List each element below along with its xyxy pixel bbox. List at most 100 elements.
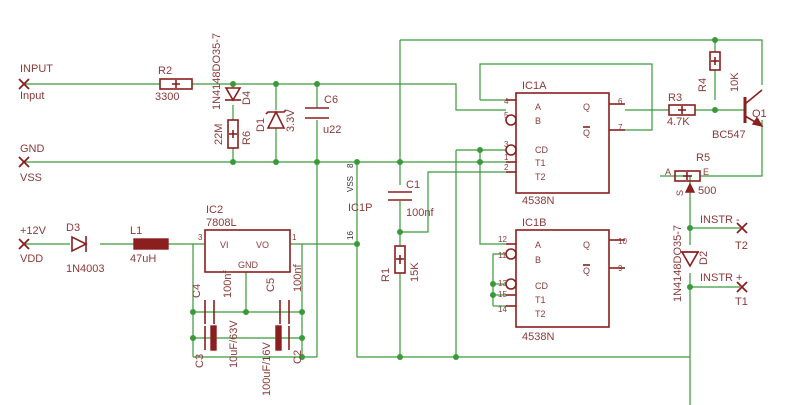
resistor-r1: R1 15K (380, 245, 421, 282)
ic1p-vss: VSS (346, 176, 355, 192)
wires (24, 39, 763, 405)
regulator-ic2: IC2 7808L VI VO GND 3 1 (198, 204, 297, 273)
svg-text:4: 4 (504, 97, 509, 106)
svg-text:E: E (703, 167, 709, 177)
d1-name: D1 (255, 118, 267, 132)
c2-name: C2 (292, 350, 304, 364)
resistor-r2: R2 3300 (155, 65, 193, 103)
svg-text:A: A (535, 102, 541, 112)
diode-d3: D3 1N4003 (66, 222, 105, 275)
svg-text:Q: Q (583, 266, 590, 276)
ic1p-pin8: 8 (346, 163, 355, 168)
c5-name: C5 (265, 278, 277, 292)
diode-d4: 1N4148DO35-7 D4 (211, 33, 253, 110)
ic1b: IC1B 4538N A B CD T1 T2 Q Q 12 11 13 15 … (498, 217, 627, 343)
c6-value: u22 (323, 124, 341, 136)
capacitor-c1: C1 100nf (388, 179, 434, 219)
d4-name: D4 (241, 91, 253, 105)
resistor-r6: 22M R6 (213, 119, 253, 149)
c2-value: 100uF/16V (261, 342, 273, 396)
c1-name: C1 (406, 179, 420, 191)
svg-text:11: 11 (498, 251, 507, 260)
ic1p-power: VSS IC1P 16 8 (346, 163, 372, 240)
svg-text:S: S (675, 190, 685, 196)
r1-name: R1 (380, 268, 392, 282)
ic1a-part: 4538N (522, 195, 554, 207)
r2-value: 3300 (155, 91, 179, 103)
resistor-r3: R3 4.7K (667, 92, 696, 128)
r5-value: 500 (698, 185, 716, 197)
zener-d1: D1 3.3V (255, 109, 297, 132)
svg-text:2: 2 (504, 163, 509, 172)
port-gnd: GND VSS (18, 143, 45, 184)
port-vcc-net: VDD (20, 253, 43, 265)
svg-text:Q: Q (583, 240, 590, 250)
svg-text:VI: VI (220, 240, 229, 250)
junctions (190, 37, 718, 360)
svg-text:B: B (535, 255, 541, 265)
q1-name: Q1 (752, 108, 767, 120)
svg-text:12: 12 (498, 235, 507, 244)
d3-name: D3 (66, 222, 80, 234)
c6-name: C6 (324, 94, 338, 106)
port-input-label: INPUT (20, 63, 53, 75)
svg-text:10: 10 (618, 237, 627, 246)
terminal-t1: INSTR + T1 (700, 272, 748, 308)
c3-name: C3 (194, 354, 206, 368)
svg-text:9: 9 (618, 264, 623, 273)
ic2-value: 7808L (206, 217, 237, 229)
svg-text:Q: Q (583, 128, 590, 138)
r6-value: 22M (213, 124, 225, 145)
d4-value: 1N4148DO35-7 (211, 33, 223, 110)
svg-text:Q: Q (583, 102, 590, 112)
t2-name: T2 (735, 240, 748, 252)
ic1a-name: IC1A (522, 80, 547, 92)
terminal-t2: INSTR - T2 (700, 214, 748, 252)
r6-name: R6 (241, 131, 253, 145)
l1-name: L1 (130, 225, 142, 237)
port-vcc-label: +12V (20, 225, 47, 237)
resistor-r4: R4 10K (697, 51, 741, 92)
c4-name: C4 (191, 284, 203, 298)
capacitor-c5: C5 100nf (265, 264, 304, 324)
svg-text:7: 7 (618, 123, 623, 132)
ic1p-name: IC1P (348, 202, 372, 214)
r1-value: 15K (409, 262, 421, 282)
port-input: INPUT Input (18, 63, 53, 102)
svg-text:T2: T2 (535, 172, 546, 182)
svg-text:1: 1 (504, 153, 509, 162)
svg-text:A: A (665, 167, 671, 177)
svg-text:13: 13 (498, 279, 507, 288)
c5-value: 100nf (292, 264, 304, 292)
inductor-l1: L1 47uH (130, 225, 169, 265)
c1-value: 100nf (406, 207, 434, 219)
ic2-name: IC2 (206, 204, 223, 216)
ic1a: IC1A 4538N A B CD T1 T2 Q Q 4 5 3 1 2 6 … (504, 80, 625, 207)
d2-value: 1N4148DO35-7 (672, 225, 684, 302)
transistor-q1: Q1 BC547 (712, 89, 767, 141)
potentiometer-r5: R5 A E S 500 (665, 152, 716, 197)
capacitor-c6: C6 u22 (305, 94, 341, 136)
d1-value: 3.3V (285, 109, 297, 132)
svg-text:6: 6 (618, 97, 623, 106)
port-input-net: Input (20, 90, 44, 102)
diode-d2: 1N4148DO35-7 D2 (672, 225, 710, 302)
svg-text:1: 1 (292, 233, 297, 242)
svg-text:B: B (535, 116, 541, 126)
svg-text:VO: VO (256, 240, 269, 250)
d3-value: 1N4003 (66, 263, 105, 275)
r3-name: R3 (668, 92, 682, 104)
r4-value: 10K (729, 72, 741, 92)
port-gnd-label: GND (20, 143, 45, 155)
t2-label: INSTR - (700, 214, 740, 226)
capacitor-c3: C3 10uF/63V (194, 320, 240, 368)
svg-text:CD: CD (535, 145, 548, 155)
svg-text:15: 15 (498, 290, 507, 299)
t1-label: INSTR + (700, 272, 742, 284)
q1-value: BC547 (712, 129, 746, 141)
svg-text:A: A (535, 240, 541, 250)
svg-text:3: 3 (504, 140, 509, 149)
ic1p-pin16: 16 (346, 231, 355, 240)
